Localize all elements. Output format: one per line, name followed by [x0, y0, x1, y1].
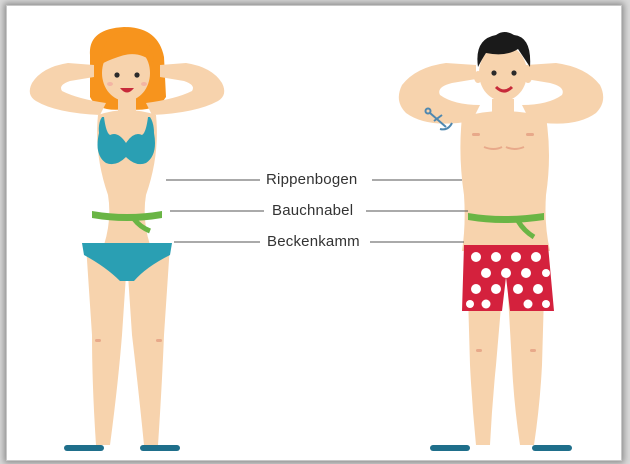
man-eye-right: [511, 70, 516, 75]
woman-eye-left: [114, 72, 119, 77]
man-eye-left: [491, 70, 496, 75]
man-knee-left: [476, 349, 482, 352]
label-rippenbogen: Rippenbogen: [266, 171, 357, 188]
woman-ground-left: [64, 445, 104, 451]
label-beckenkamm: Beckenkamm: [267, 233, 360, 250]
woman-knee-left: [95, 339, 101, 342]
woman-figure: [30, 27, 225, 451]
man-torso: [460, 111, 550, 251]
man-ear-right: [524, 71, 532, 83]
man-ear-left: [474, 71, 482, 83]
woman-knee-right: [156, 339, 162, 342]
man-left-leg: [468, 295, 502, 445]
man-ground-left: [430, 445, 470, 451]
diagram-frame: Rippenbogen Bauchnabel Beckenkamm: [6, 5, 622, 461]
man-ground-right: [532, 445, 572, 451]
woman-eye-right: [134, 72, 139, 77]
woman-ground-right: [140, 445, 180, 451]
label-bauchnabel: Bauchnabel: [272, 202, 353, 219]
man-left-arm: [399, 63, 480, 124]
man-right-leg: [508, 295, 544, 445]
man-knee-right: [530, 349, 536, 352]
